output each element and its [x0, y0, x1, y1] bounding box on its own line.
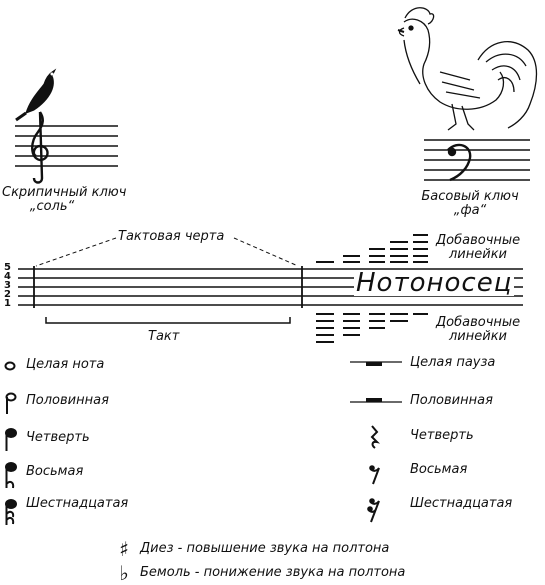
bar-line — [33, 266, 303, 308]
ledger-lines-above — [316, 234, 428, 263]
treble-clef-sub: „соль“ — [29, 199, 75, 215]
treble-clef-name: Скрипичный ключ — [2, 185, 127, 200]
measure-bracket — [45, 317, 291, 324]
note-label: Целая нота — [26, 357, 105, 372]
measure-label: Такт — [148, 329, 180, 344]
bass-clef-icon — [447, 143, 472, 182]
accidental-row: ♭ Бемоль - понижение звука на полтона — [116, 561, 405, 585]
staff-word: Нотоносец — [354, 268, 515, 298]
rest-label: Половинная — [410, 393, 493, 408]
bass-clef-name: Басовый ключ — [421, 189, 519, 204]
line-number: 5 — [4, 262, 11, 273]
line-number: 3 — [4, 280, 11, 291]
line-number: 1 — [4, 298, 11, 309]
note-label: Половинная — [26, 393, 109, 408]
accidental-text: Диез - повышение звука на полтона — [140, 540, 390, 556]
sixteenth-rest-icon — [367, 498, 380, 523]
staff-line-numbers: 5 4 3 2 1 — [4, 262, 11, 309]
half-rest-icon — [350, 398, 402, 403]
sixteenth-note-icon — [5, 499, 17, 525]
barline-label: Тактовая черта — [118, 229, 225, 244]
ledger-lines-below — [316, 313, 428, 343]
rest-label: Шестнадцатая — [410, 496, 513, 511]
bass-staff — [424, 139, 530, 181]
sharp-icon: ♯ — [119, 537, 129, 561]
line-number: 2 — [4, 289, 11, 300]
note-label: Шестнадцатая — [26, 496, 129, 511]
flat-icon: ♭ — [119, 561, 129, 585]
note-label: Четверть — [26, 430, 90, 445]
eighth-note-icon — [5, 462, 17, 489]
rest-label: Четверть — [410, 428, 474, 443]
accidental-text: Бемоль - понижение звука на полтона — [140, 564, 406, 580]
ledger-below-label: Добавочные линейки — [436, 315, 521, 345]
eighth-rest-icon — [369, 465, 380, 485]
treble-staff — [15, 125, 118, 167]
quarter-rest-icon — [370, 425, 381, 449]
bass-clef-caption: Басовый ключ „фа“ — [420, 189, 520, 219]
whole-rest-icon — [350, 361, 402, 366]
accidental-row: ♯ Диез - повышение звука на полтона — [116, 537, 389, 561]
barline-pointer — [35, 237, 299, 267]
whole-note-icon — [4, 361, 16, 371]
note-label: Восьмая — [26, 464, 84, 479]
bird-icon — [15, 68, 57, 122]
treble-clef-icon — [31, 111, 49, 184]
rest-label: Целая пауза — [410, 355, 496, 370]
line-number: 4 — [4, 271, 11, 282]
ledger-above-label: Добавочные линейки — [436, 233, 521, 263]
rooster-icon — [397, 7, 538, 131]
treble-clef-caption: Скрипичный ключ „соль“ — [2, 185, 127, 215]
quarter-note-icon — [5, 428, 17, 451]
bass-clef-sub: „фа“ — [453, 203, 487, 219]
rest-label: Восьмая — [410, 462, 468, 477]
half-note-icon — [5, 392, 17, 414]
